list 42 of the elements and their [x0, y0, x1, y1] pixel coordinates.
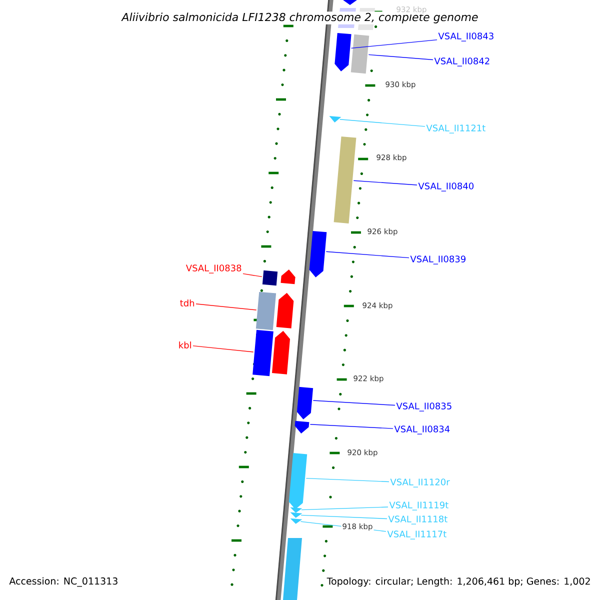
gene-feature — [334, 32, 352, 72]
accession-text: Accession: NC_011313 — [9, 577, 118, 587]
gene-label: VSAL_II1118t — [388, 516, 448, 524]
leader-line — [326, 251, 410, 258]
gene-triangle — [290, 518, 302, 524]
gene-label: VSAL_II0834 — [394, 426, 450, 434]
gene-feature — [294, 420, 310, 434]
gene-label: VSAL_II1119t — [389, 502, 448, 510]
leader-line — [242, 273, 262, 278]
gene-label: kbl — [179, 342, 191, 348]
gene-label: tdh — [180, 300, 194, 306]
leader-line — [353, 180, 418, 186]
gene-box — [350, 34, 370, 74]
gene-box — [262, 270, 278, 286]
gene-label: VSAL_II0835 — [396, 402, 452, 412]
leader-line — [310, 424, 394, 429]
gene-label: VSAL_II1117t — [387, 530, 446, 540]
gene-label: VSAL_II0843 — [438, 32, 494, 42]
leader-line — [368, 54, 434, 60]
leader-line — [301, 506, 388, 510]
leader-line — [312, 400, 396, 406]
gene-label: VSAL_II0840 — [418, 182, 474, 192]
genome-info-text: Topology: circular; Length: 1,206,461 bp; Genes: 1,002 — [326, 577, 590, 587]
gene-label: VSAL_II0839 — [410, 256, 466, 264]
gene-box — [256, 292, 276, 330]
leader-line — [350, 39, 438, 49]
leader-line — [340, 119, 426, 127]
gene-label: VSAL_II1120r — [390, 478, 450, 488]
leader-line — [300, 514, 388, 520]
gene-label: VSAL_II1121t — [426, 124, 486, 134]
leader-line — [192, 345, 254, 352]
gene-feature — [309, 230, 327, 278]
gene-triangle — [290, 512, 302, 518]
gene-label: VSAL_II0838 — [186, 264, 242, 274]
gene-label: VSAL_II0842 — [434, 58, 490, 66]
gene-feature — [288, 452, 308, 510]
gene-box — [252, 330, 274, 376]
gene-triangle — [290, 507, 302, 513]
gene-box — [334, 136, 356, 224]
gene-triangle — [329, 116, 342, 122]
leader-line — [306, 478, 390, 482]
leader-line — [196, 304, 257, 310]
